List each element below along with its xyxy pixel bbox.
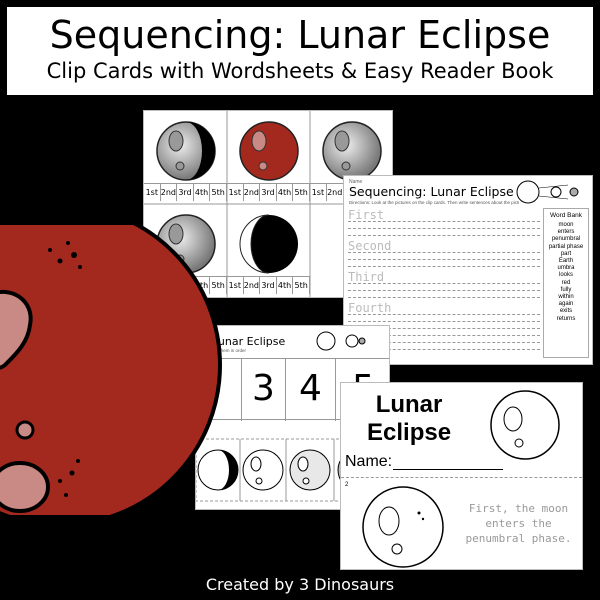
crescent-moon-icon [197, 449, 239, 491]
word-bank-item: again [558, 301, 574, 308]
word-bank-item: looks [558, 272, 573, 279]
word-bank-item: red [561, 279, 571, 286]
word-bank-item: penumbral [551, 236, 581, 243]
ordinal-label[interactable]: 4th [193, 276, 211, 294]
ordinal-label[interactable]: 1st [144, 183, 161, 201]
ordinal-label[interactable]: 3rd [260, 183, 277, 201]
moon-icon [362, 486, 444, 568]
word-bank-item: moon [558, 222, 574, 228]
page-subtitle: Clip Cards with Wordsheets & Easy Reader… [46, 59, 554, 83]
word-bank-item: enters [557, 229, 575, 236]
number-sheet-title: Lunar Eclipse [212, 335, 286, 348]
ordinal-label[interactable]: 5th [293, 276, 310, 294]
reader-title-line1: Lunar [375, 391, 443, 418]
number-card[interactable]: 3 [241, 359, 286, 421]
ordinal-label[interactable]: 3rd [177, 183, 194, 201]
word-bank-item: within [558, 294, 574, 301]
reader-sentence: First, the moon enters the penumbral pha… [465, 502, 572, 545]
word-bank-item: umbra [557, 265, 575, 272]
reader-title: Lunar Eclipse [367, 391, 451, 447]
word-bank-item: partial phase [548, 243, 584, 250]
red-moon-icon [239, 121, 299, 181]
ordinal-label[interactable]: 5th [210, 276, 227, 294]
worksheet-directions: Directions: Look at the pictures on the … [349, 200, 519, 205]
ordinal-label[interactable]: 1st [227, 276, 244, 294]
name-line [393, 469, 503, 470]
number-sheet-instruction: the them in order [212, 348, 247, 353]
moon-icon [156, 121, 216, 181]
ordinal-label[interactable]: 2nd [326, 183, 344, 201]
worksheet-title: Sequencing: Lunar Eclipse [349, 184, 514, 199]
reader-title-line2: Eclipse [367, 419, 452, 446]
number-card[interactable]: 4 [286, 359, 336, 421]
prompt-first: First [348, 208, 385, 222]
moon-icon [322, 121, 382, 181]
ordinal-label[interactable]: 2nd [160, 183, 178, 201]
word-bank-item: Earth [558, 258, 574, 265]
word-bank-item: exits [559, 308, 573, 315]
prompt-second: Second [348, 239, 392, 253]
word-bank-item: returns [556, 315, 576, 322]
page-divider [341, 477, 582, 478]
reader-name-label: Name: [345, 453, 393, 470]
word-bank-title: Word Bank [549, 212, 583, 219]
name-label: Name [349, 179, 363, 185]
ordinal-label[interactable]: 1st [310, 183, 327, 201]
page-title: Sequencing: Lunar Eclipse [49, 13, 551, 57]
red-moon-icon [0, 225, 222, 515]
crescent-moon-icon [239, 214, 298, 274]
ordinal-label[interactable]: 4th [276, 183, 294, 201]
ordinal-label[interactable]: 4th [276, 276, 294, 294]
ordinal-label[interactable]: 3rd [260, 276, 277, 294]
prompt-fourth: Fourth [348, 301, 392, 315]
ordinal-label[interactable]: 5th [293, 183, 310, 201]
word-bank-item: fully [560, 286, 572, 293]
footer-credit: Created by 3 Dinosaurs [205, 575, 395, 594]
ordinal-label[interactable]: 4th [193, 183, 211, 201]
moon-icon [242, 449, 284, 491]
easy-reader-book: Lunar Eclipse Name: 2 First, the moon en… [340, 382, 583, 570]
word-bank-item: part [560, 250, 572, 257]
ordinal-label[interactable]: 5th [210, 183, 227, 201]
title-banner: Sequencing: Lunar Eclipse Clip Cards wit… [7, 7, 593, 95]
moon-icon [490, 390, 560, 460]
prompt-third: Third [348, 270, 385, 284]
page-number: 2 [345, 482, 349, 488]
clip-card-moons [144, 111, 392, 297]
moon-icon [289, 449, 331, 491]
ordinal-label[interactable]: 2nd [243, 183, 261, 201]
ordinal-label[interactable]: 2nd [243, 276, 261, 294]
eclipse-diagram-icon [516, 180, 579, 204]
red-moon-illustration [0, 225, 222, 515]
eclipse-diagram-icon [316, 331, 366, 351]
ordinal-label[interactable]: 1st [227, 183, 244, 201]
